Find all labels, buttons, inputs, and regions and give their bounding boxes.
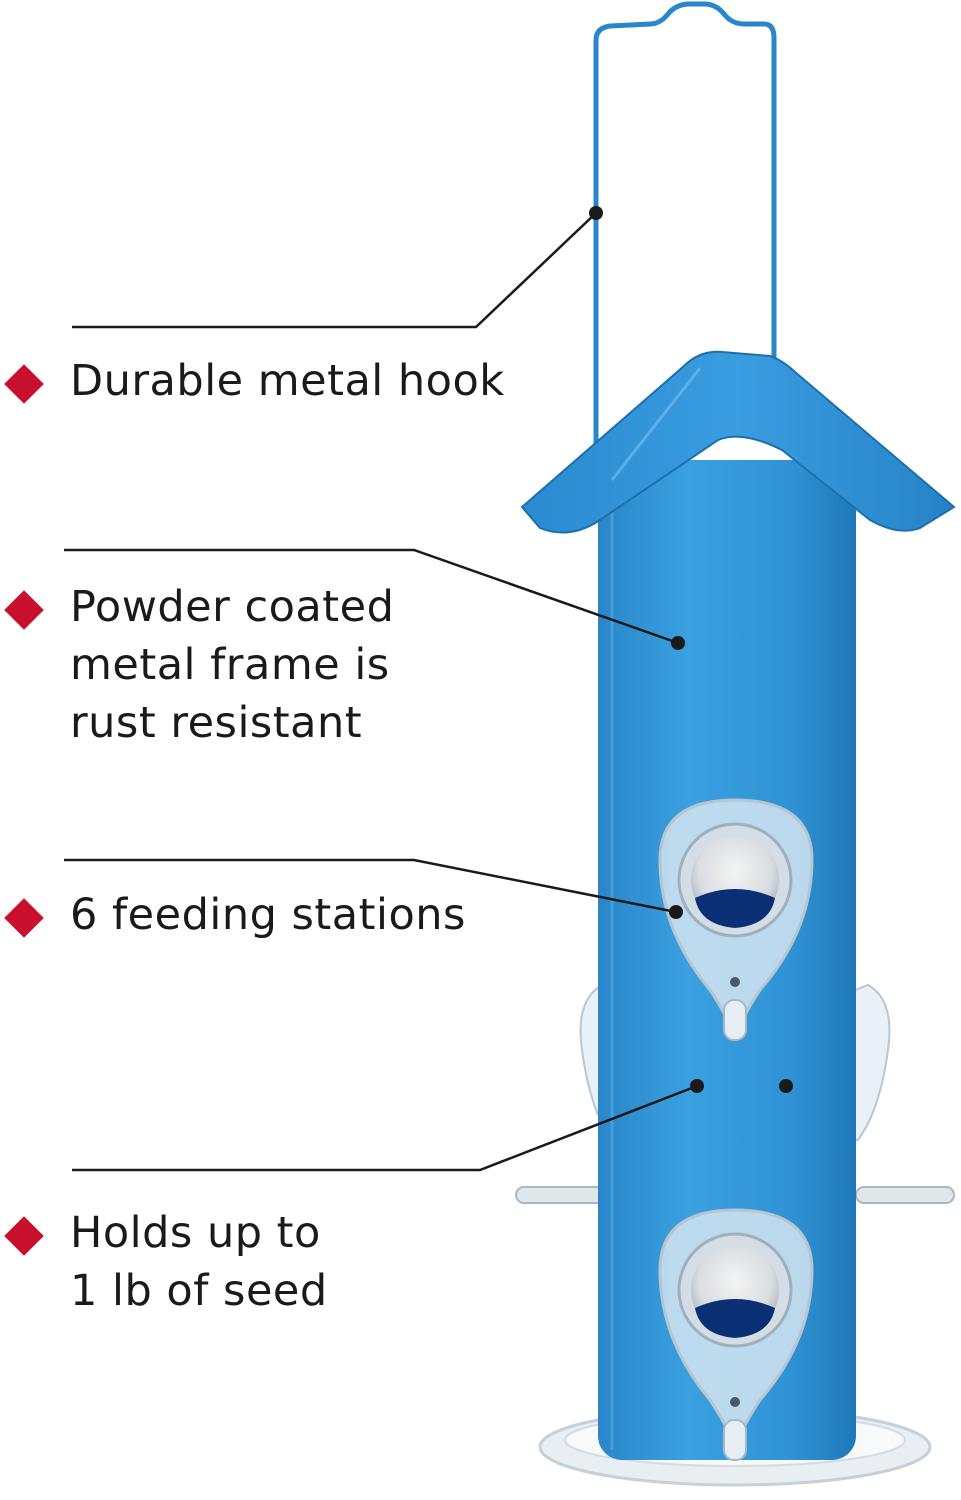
feeding-port-lower	[658, 1208, 814, 1461]
feature-label: Durable metal hook	[70, 356, 505, 406]
feeder-roof	[520, 350, 956, 534]
feature-label: 6 feeding stations	[70, 890, 466, 940]
callout-line-frame	[64, 548, 679, 645]
callout-line-stations	[64, 858, 677, 914]
metal-hook-wire	[593, 1, 777, 450]
callout-dot-capacity	[690, 1079, 704, 1093]
callout-dots	[589, 206, 793, 1093]
callout-line-capacity	[72, 1084, 698, 1172]
callout-dot-frame	[671, 636, 685, 650]
feeding-port-upper	[658, 798, 814, 1041]
feature-label: Holds up to 1 lb of seed	[70, 1208, 328, 1316]
callout-dot-hook	[589, 206, 603, 220]
tube-rivet	[779, 1079, 793, 1093]
callout-dot-stations	[669, 905, 683, 919]
callout-line-hook	[72, 212, 597, 329]
feature-label: Powder coated metal frame is rust resist…	[70, 582, 395, 748]
callout-lines	[64, 212, 698, 1172]
